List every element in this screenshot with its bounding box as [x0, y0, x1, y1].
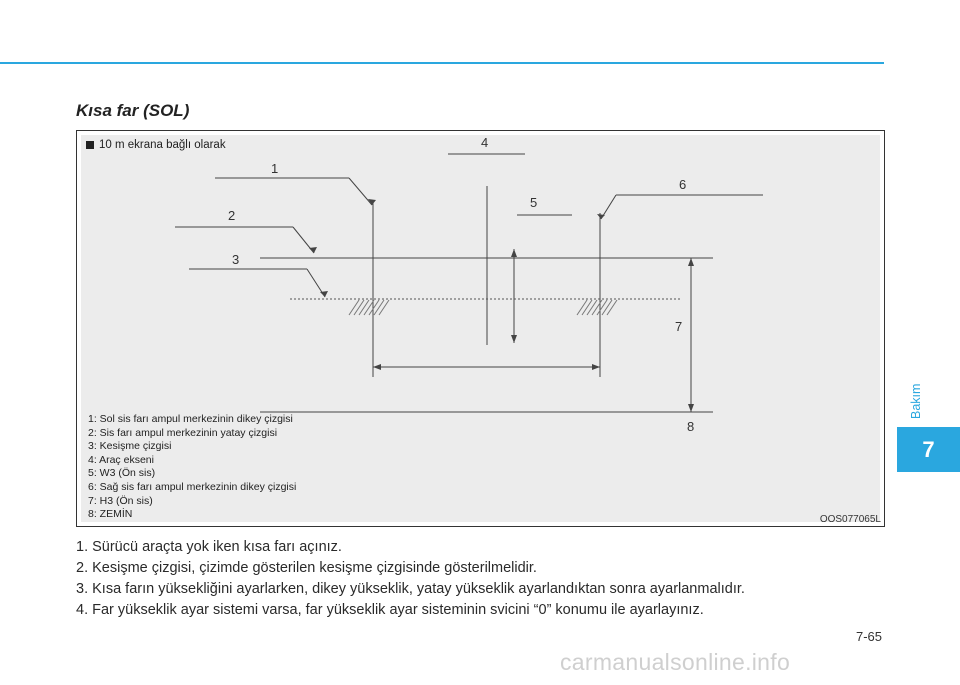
- callout-1: 1: [271, 161, 278, 176]
- figure-heading: 10 m ekrana bağlı olarak: [86, 139, 226, 151]
- callout-4: 4: [481, 135, 488, 150]
- instruction-step: 2. Kesişme çizgisi, çizimde gösterilen k…: [76, 560, 537, 576]
- callout-3: 3: [232, 252, 239, 267]
- section-title: Kısa far (SOL): [76, 101, 190, 120]
- legend-item: 1: Sol sis farı ampul merkezinin dikey ç…: [88, 413, 293, 425]
- aiming-diagram: 1 2 3 4 5 6 7 8: [175, 135, 763, 434]
- figure-heading-text: 10 m ekrana bağlı olarak: [99, 139, 226, 151]
- chapter-side-label: Bakım: [909, 383, 923, 419]
- instruction-steps: 1. Sürücü araçta yok iken kısa farı açın…: [76, 537, 745, 621]
- legend-item: 3: Kesişme çizgisi: [88, 440, 172, 453]
- callout-7: 7: [675, 319, 682, 334]
- legend-item: 6: Sağ sis farı ampul merkezinin dikey ç…: [88, 480, 297, 493]
- legend-item: 2: Sis farı ampul merkezinin yatay çizgi…: [88, 426, 278, 439]
- callout-5: 5: [530, 195, 537, 210]
- headlight-aiming-figure: 1 2 3 4 5 6 7 8 10 m ekrana bağlı olarak…: [76, 130, 885, 527]
- figure-legend: 1: Sol sis farı ampul merkezinin dikey ç…: [88, 413, 296, 522]
- chapter-tab: 7: [897, 427, 960, 472]
- watermark: carmanualsonline.info: [560, 649, 791, 675]
- square-bullet-icon: [86, 141, 94, 149]
- legend-item: 7: H3 (Ön sis): [88, 494, 153, 507]
- figure-background: [81, 135, 880, 522]
- instruction-step: 3. Kısa farın yüksekliğini ayarlarken, d…: [76, 581, 745, 597]
- legend-item: 5: W3 (Ön sis): [88, 467, 156, 480]
- instruction-step: 4. Far yükseklik ayar sistemi varsa, far…: [76, 602, 704, 618]
- instruction-step: 1. Sürücü araçta yok iken kısa farı açın…: [76, 539, 342, 555]
- legend-item: 4: Araç ekseni: [88, 453, 154, 466]
- figure-code: OOS077065L: [819, 514, 881, 525]
- legend-item: 8: ZEMİN: [88, 508, 133, 521]
- callout-8: 8: [687, 419, 694, 434]
- callout-6: 6: [679, 177, 686, 192]
- page-number: 7-65: [856, 629, 883, 644]
- header-rule: [0, 62, 884, 64]
- callout-2: 2: [228, 208, 235, 223]
